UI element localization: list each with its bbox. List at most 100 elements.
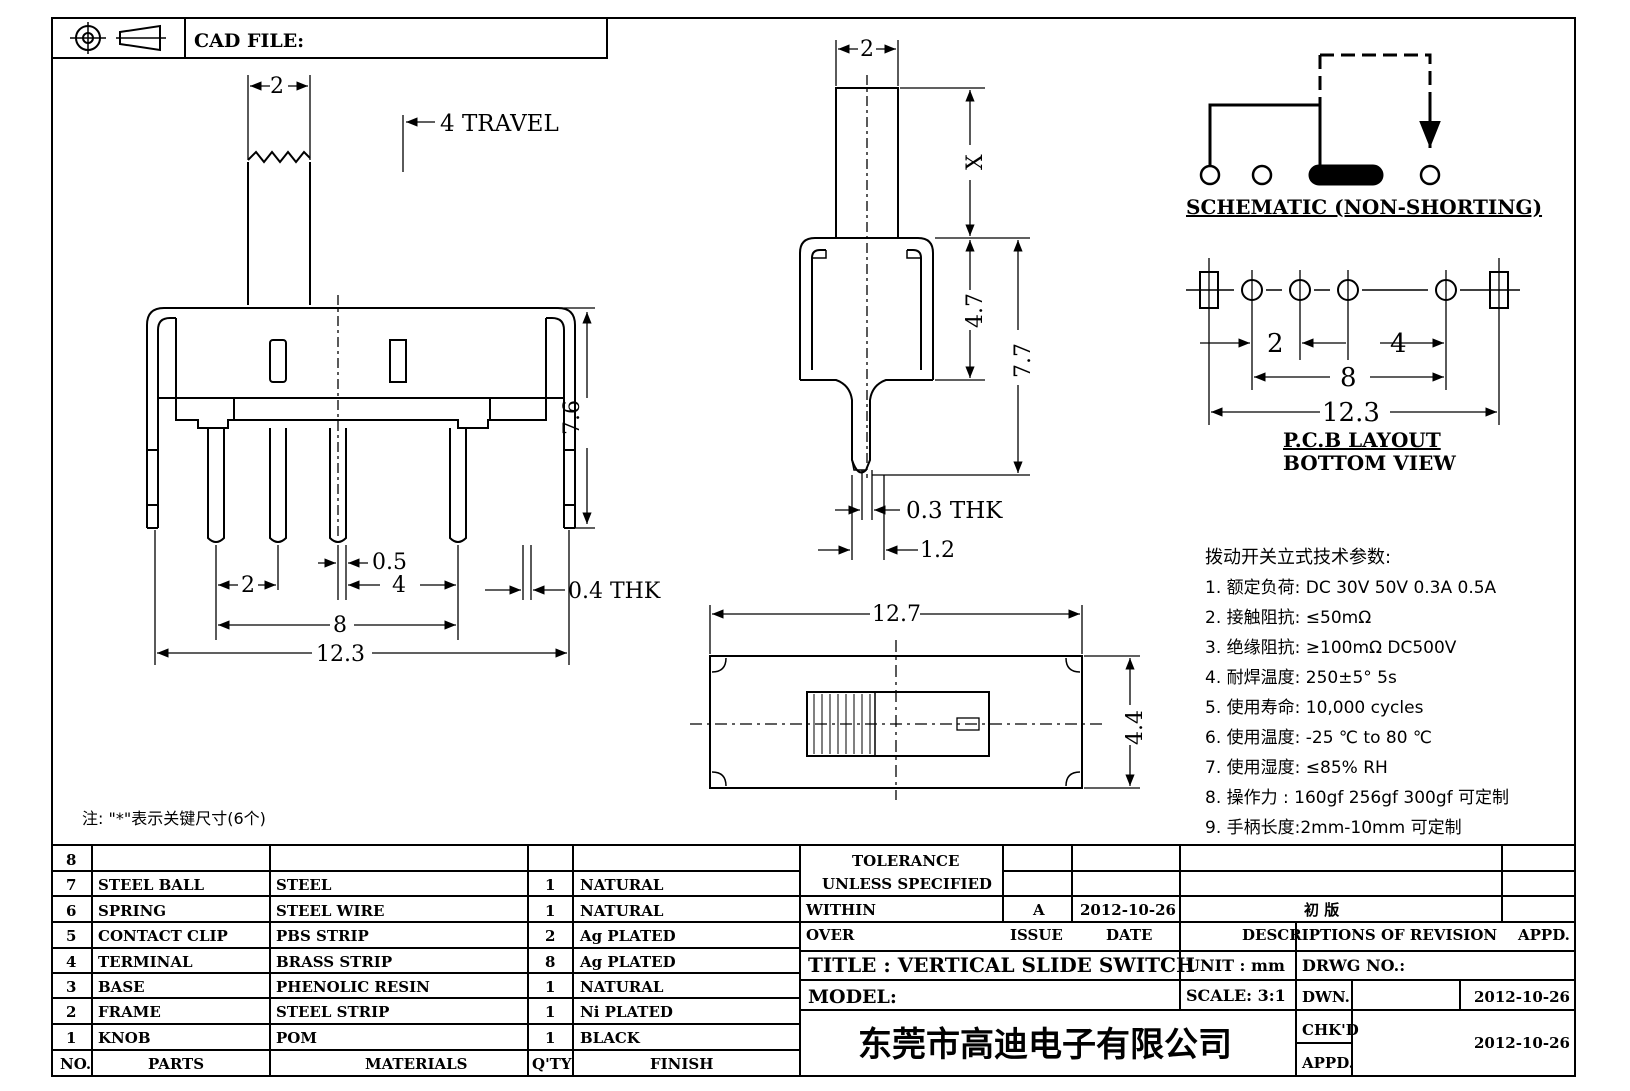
- bom-material: STEEL WIRE: [276, 902, 384, 920]
- revision-issue: A: [1032, 901, 1045, 919]
- bom-part: CONTACT CLIP: [98, 927, 228, 945]
- bom-part: KNOB: [98, 1029, 151, 1047]
- front-thk: 0.4 THK: [568, 579, 661, 604]
- bom-no: 8: [66, 851, 76, 869]
- bom-part: TERMINAL: [98, 953, 193, 971]
- model-label: MODEL:: [808, 986, 897, 1008]
- bom-part: STEEL BALL: [98, 876, 204, 894]
- drwg-no-label: DRWG NO.:: [1302, 956, 1405, 975]
- bom-no: 2: [66, 1003, 76, 1021]
- bom-header: PARTS: [148, 1055, 204, 1073]
- front-height: 7.6: [560, 400, 585, 435]
- pcb-label-1: P.C.B LAYOUT: [1283, 428, 1441, 452]
- side-dim-x: X: [963, 154, 988, 170]
- front-pitch-b: 4: [392, 573, 406, 598]
- pcb-dim-3: 8: [1340, 363, 1357, 393]
- title-block: [799, 844, 1576, 1077]
- tolerance-line-1: TOLERANCE: [852, 852, 959, 870]
- side-view-dimensions: [818, 40, 1030, 560]
- bom-no: 6: [66, 902, 76, 920]
- bom-no: 1: [66, 1029, 76, 1047]
- pcb-dim-4: 12.3: [1322, 398, 1380, 428]
- bom-part: SPRING: [98, 902, 166, 920]
- chkd-label: CHK'D: [1302, 1021, 1359, 1039]
- spec-heading: 拨动开关立式技术参数:: [1205, 547, 1391, 568]
- bom-header: Q'TY: [532, 1055, 572, 1073]
- bom-qty: 1: [545, 1029, 555, 1047]
- dwn-date: 2012-10-26: [1474, 988, 1570, 1006]
- front-travel: 4 TRAVEL: [440, 111, 559, 137]
- spec-item: 1. 额定负荷: DC 30V 50V 0.3A 0.5A: [1205, 578, 1497, 598]
- bom-qty: 1: [545, 1003, 555, 1021]
- pcb-dim-1: 2: [1267, 329, 1284, 359]
- revision-desc: 初 版: [1304, 901, 1339, 919]
- bom-part: BASE: [98, 978, 145, 996]
- bom-finish: NATURAL: [580, 978, 664, 996]
- unit-label: UNIT : mm: [1186, 956, 1285, 975]
- spec-item: 5. 使用寿命: 10,000 cycles: [1205, 697, 1424, 718]
- bom-qty: 1: [545, 876, 555, 894]
- bom-material: STEEL STRIP: [276, 1003, 389, 1021]
- side-thk: 0.3 THK: [906, 498, 1003, 524]
- title-block-text: TOLERANCE UNLESS SPECIFIED WITHIN OVER A…: [805, 852, 1570, 1072]
- bom-no: 4: [66, 953, 76, 971]
- bom-qty: 1: [545, 902, 555, 920]
- schematic-label: SCHEMATIC (NON-SHORTING): [1186, 195, 1542, 219]
- spec-item: 6. 使用温度: -25 ℃ to 80 ℃: [1205, 727, 1432, 748]
- bom-no: 7: [66, 876, 76, 894]
- side-dim-h2: 7.7: [1011, 343, 1036, 378]
- revision-desc-label: DESCRIPTIONS OF REVISION: [1242, 926, 1497, 944]
- side-view: [799, 75, 934, 478]
- bom-material: PHENOLIC RESIN: [276, 978, 430, 996]
- chkd-date: 2012-10-26: [1474, 1034, 1570, 1052]
- within-label: WITHIN: [805, 901, 876, 919]
- scale-label: SCALE: 3:1: [1186, 986, 1286, 1005]
- pcb-layout: [1186, 258, 1520, 322]
- front-span: 8: [333, 613, 347, 638]
- bom-qty: 2: [545, 927, 555, 945]
- bom-material: PBS STRIP: [276, 927, 369, 945]
- projection-symbol-icon: [70, 22, 166, 54]
- spec-item: 4. 耐焊温度: 250±5° 5s: [1205, 668, 1397, 688]
- key-dimension-note: 注: "*"表示关键尺寸(6个): [82, 809, 266, 828]
- front-dim-top: 2: [270, 74, 284, 99]
- bom-header: MATERIALS: [365, 1055, 468, 1073]
- bom-no: 5: [66, 927, 76, 945]
- pcb-label-2: BOTTOM VIEW: [1283, 451, 1456, 475]
- bom-finish: NATURAL: [580, 876, 664, 894]
- pcb-dimensions: [1200, 310, 1500, 425]
- top-view: [690, 640, 1105, 800]
- bom-finish: Ag PLATED: [579, 927, 676, 945]
- spec-item: 9. 手柄长度:2mm-10mm 可定制: [1205, 818, 1462, 838]
- front-pitch-a: 2: [241, 573, 255, 598]
- cad-header: CAD FILE:: [51, 17, 608, 59]
- spec-item: 7. 使用湿度: ≤85% RH: [1205, 757, 1388, 778]
- cad-file-label: CAD FILE:: [194, 30, 304, 52]
- schematic-diagram: [1199, 53, 1441, 186]
- bom-material: POM: [276, 1029, 317, 1047]
- spec-list: 拨动开关立式技术参数: 1. 额定负荷: DC 30V 50V 0.3A 0.5…: [1205, 547, 1509, 838]
- company-name: 东莞市高迪电子有限公司: [858, 1025, 1232, 1065]
- front-view-dimensions: [154, 75, 595, 665]
- spec-item: 3. 绝缘阻抗: ≥100mΩ DC500V: [1205, 638, 1457, 658]
- front-view: [146, 150, 576, 543]
- bom-header: FINISH: [650, 1055, 713, 1073]
- bom-no: 3: [66, 978, 76, 996]
- drawing-title: TITLE : VERTICAL SLIDE SWITCH: [808, 953, 1195, 977]
- bom-finish: Ag PLATED: [579, 953, 676, 971]
- appd-label-2: APPD.: [1301, 1054, 1354, 1072]
- revision-date: 2012-10-26: [1080, 901, 1176, 919]
- front-total: 12.3: [316, 642, 365, 667]
- top-width: 12.7: [872, 602, 921, 627]
- bom-finish: BLACK: [580, 1029, 641, 1047]
- bom-table: [51, 844, 801, 1077]
- spec-item: 8. 操作力 : 160gf 256gf 300gf 可定制: [1205, 788, 1509, 808]
- bom-part: FRAME: [98, 1003, 161, 1021]
- date-label: DATE: [1106, 926, 1152, 944]
- issue-label: ISSUE: [1010, 926, 1063, 944]
- tolerance-line-2: UNLESS SPECIFIED: [822, 875, 992, 893]
- side-dim-h1: 4.7: [963, 293, 988, 328]
- bom-cells: 8 7 STEEL BALL STEEL 1 NATURAL 6 SPRING …: [60, 851, 713, 1073]
- bom-finish: Ni PLATED: [580, 1003, 673, 1021]
